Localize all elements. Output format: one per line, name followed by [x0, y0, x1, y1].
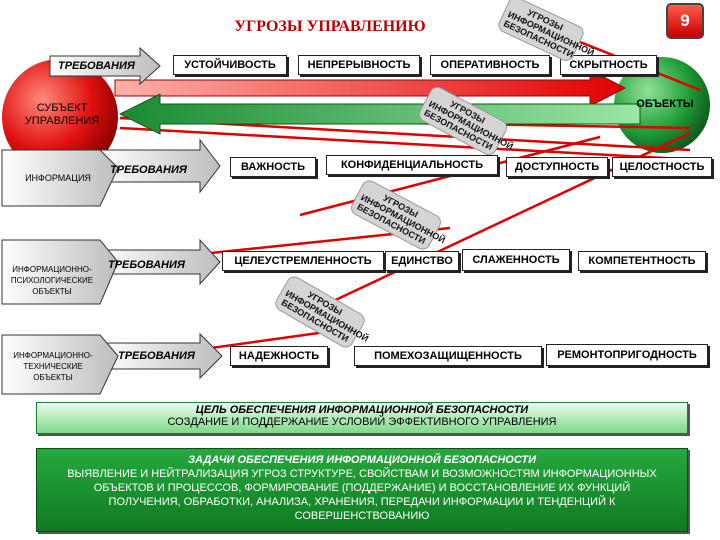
req-reliability: НАДЕЖНОСТЬ — [230, 346, 328, 366]
page-number: 9 — [666, 3, 704, 39]
requirements-label-4: ТРЕБОВАНИЯ — [118, 350, 195, 362]
goal-box: ЦЕЛЬ ОБЕСПЕЧЕНИЯ ИНФОРМАЦИОННОЙ БЕЗОПАСН… — [36, 402, 688, 434]
req-integrity: ЦЕЛОСТНОСТЬ — [612, 157, 712, 177]
tasks-heading: ЗАДАЧИ ОБЕСПЕЧЕНИЯ ИНФОРМАЦИОННОЙ БЕЗОПА… — [187, 454, 537, 466]
req-unity: ЕДИНСТВО — [385, 251, 459, 271]
control-arrow — [114, 69, 627, 107]
req-importance: ВАЖНОСТЬ — [230, 157, 316, 177]
subject-label: СУБЪЕКТ УПРАВЛЕНИЯ — [24, 102, 100, 127]
source-psych: ИНФОРМАЦИОННО-ПСИХОЛОГИЧЕСКИЕ ОБЪЕКТЫ — [10, 265, 94, 296]
req-arrow-3 — [99, 238, 221, 286]
req-arrow-4 — [99, 332, 223, 380]
req-maintainability: РЕМОНТОПРИГОДНОСТЬ — [546, 344, 708, 366]
requirements-label-1: ТРЕБОВАНИЯ — [58, 60, 135, 72]
info-wedge — [1, 149, 119, 207]
subject-circle — [2, 59, 118, 175]
requirements-label-2: ТРЕБОВАНИЯ — [110, 164, 187, 176]
req-arrow-1 — [49, 46, 161, 86]
tech-wedge — [1, 334, 119, 395]
req-coherence: СЛАЖЕННОСТЬ — [462, 249, 570, 271]
req-stability: УСТОЙЧИВОСТЬ — [173, 55, 287, 75]
req-availability: ДОСТУПНОСТЬ — [506, 157, 608, 177]
req-arrow-2 — [99, 138, 221, 194]
req-purposefulness: ЦЕЛЕУСТРЕМЛЕННОСТЬ — [222, 251, 384, 271]
goal-heading: ЦЕЛЬ ОБЕСПЕЧЕНИЯ ИНФОРМАЦИОННОЙ БЕЗОПАСН… — [195, 404, 529, 416]
tasks-box: ЗАДАЧИ ОБЕСПЕЧЕНИЯ ИНФОРМАЦИОННОЙ БЕЗОПА… — [36, 448, 688, 532]
req-continuity: НЕПРЕРЫВНОСТЬ — [298, 55, 420, 75]
source-tech: ИНФОРМАЦИОННО-ТЕХНИЧЕСКИЕ ОБЪЕКТЫ — [13, 351, 93, 382]
source-information: ИНФОРМАЦИЯ — [25, 173, 91, 183]
requirements-label-3: ТРЕБОВАНИЯ — [108, 259, 185, 271]
req-secrecy: СКРЫТНОСТЬ — [560, 55, 657, 75]
tasks-text: ВЫЯВЛЕНИЕ И НЕЙТРАЛИЗАЦИЯ УГРОЗ СТРУКТУР… — [67, 468, 657, 522]
req-confidentiality: КОНФИДЕНЦИАЛЬНОСТЬ — [326, 155, 498, 175]
req-competence: КОМПЕТЕНТНОСТЬ — [578, 251, 706, 271]
page-title: УГРОЗЫ УПРАВЛЕНИЮ — [234, 18, 426, 35]
req-noise-immunity: ПОМЕХОЗАЩИЩЕННОСТЬ — [354, 346, 542, 366]
objects-label: ОБЪЕКТЫ — [636, 98, 694, 110]
req-efficiency: ОПЕРАТИВНОСТЬ — [430, 55, 550, 75]
psych-wedge — [1, 239, 119, 305]
feedback-arrow — [118, 93, 641, 135]
goal-text: СОЗДАНИЕ И ПОДДЕРЖАНИЕ УСЛОВИЙ ЭФФЕКТИВН… — [167, 416, 557, 428]
